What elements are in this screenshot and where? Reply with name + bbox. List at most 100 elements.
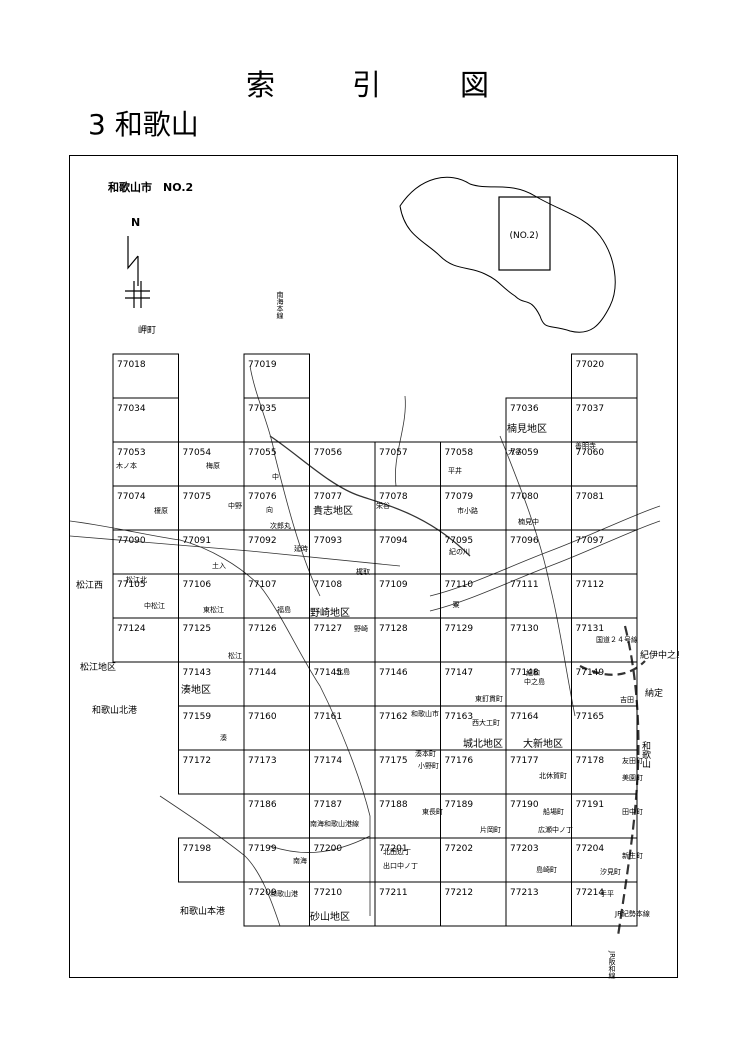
grid-cell-number: 77147 [445, 668, 474, 678]
grid-cell-number: 77053 [117, 448, 146, 458]
place-label: 福島 [277, 605, 291, 614]
inset-map: (NO.2) [399, 176, 616, 333]
title-char-2: 引 [352, 68, 382, 102]
grid-cell-number: 77074 [117, 492, 146, 502]
district-label: 貴志地区 [313, 504, 353, 517]
district-label: 楠見地区 [507, 422, 547, 435]
grid-cell-number: 77130 [510, 624, 539, 634]
grid-cell-number: 77143 [183, 668, 212, 678]
grid-cell-number: 77164 [510, 712, 539, 722]
grid-cell-number: 77094 [379, 536, 408, 546]
place-label: 松江北 [126, 575, 147, 584]
place-label: 中松江 [144, 601, 165, 610]
grid-cell-number: 77127 [314, 624, 343, 634]
place-label: 市小路 [457, 506, 478, 515]
grid-cell-number: 77200 [314, 844, 343, 854]
grid-cell-number: 77095 [445, 536, 474, 546]
grid-cell-number: 77204 [576, 844, 605, 854]
place-label: 木ノ本 [116, 461, 137, 470]
place-label: 中野 [228, 501, 242, 510]
grid-cell-number: 77105 [117, 580, 146, 590]
grid-cell-number: 77172 [183, 756, 212, 766]
place-label: 広瀬中ノ丁 [538, 825, 573, 834]
grid-cell-number: 77177 [510, 756, 539, 766]
place-label: 友田町 [622, 756, 643, 765]
grid-cell-number: 77037 [576, 404, 605, 414]
grid-cell-number: 77148 [510, 668, 539, 678]
place-label: 北島 [336, 667, 350, 676]
place-label: 次郎丸 [270, 521, 291, 530]
grid-cell-number: 77214 [576, 888, 605, 898]
grid-cell-number: 77190 [510, 800, 539, 810]
place-label: 向 [266, 505, 273, 514]
place-label: 新生町 [622, 851, 643, 860]
place-label: 善明寺 [575, 441, 596, 450]
place-label: 和歌山港 [270, 889, 298, 898]
map-background [70, 365, 661, 937]
grid-cell-number: 77034 [117, 404, 146, 414]
grid-cell-number: 77163 [445, 712, 474, 722]
place-label: 美園町 [622, 773, 643, 782]
place-label: 吉田 [620, 696, 634, 704]
outside-label: 納定 [645, 687, 663, 699]
grid-cell-number: 77111 [510, 580, 539, 590]
district-label: 大新地区 [523, 737, 563, 750]
grid-cell-number: 77187 [314, 800, 343, 810]
place-label: 船場町 [543, 807, 564, 816]
grid-cell-number: 77198 [183, 844, 212, 854]
grid-cell-number: 77188 [379, 800, 408, 810]
grid-cell-number: 77189 [445, 800, 474, 810]
grid-cell-number: 77199 [248, 844, 277, 854]
grid-cell-number: 77160 [248, 712, 277, 722]
grid-cell-number: 77210 [314, 888, 343, 898]
place-label: 湊本町 [415, 749, 436, 758]
place-label: 国道２４号線 [596, 635, 638, 644]
place-label: 粟 [452, 601, 460, 609]
grid-cell-number: 77059 [510, 448, 539, 458]
grid-cell-number: 77129 [445, 624, 474, 634]
grid-cell-number: 77202 [445, 844, 474, 854]
grid-cell-number: 77057 [379, 448, 408, 458]
place-label: 梅原 [206, 461, 220, 470]
place-label: JR紀勢本線 [614, 909, 650, 918]
grid-cell-number: 77110 [445, 580, 474, 590]
grid-cell-number: 77178 [576, 756, 605, 766]
inset-label: (NO.2) [509, 231, 538, 241]
grid-cell-number: 77186 [248, 800, 277, 810]
grid-cell-number: 77124 [117, 624, 146, 634]
place-label: 汐見町 [600, 867, 621, 876]
grid-cell-number: 77213 [510, 888, 539, 898]
outside-label: 紀伊中之島 [640, 649, 679, 661]
place-label: 梶取 [356, 567, 370, 576]
grid-cell-number: 77054 [183, 448, 212, 458]
place-label: 大谷 [508, 447, 522, 456]
place-label: 手平 [600, 889, 614, 898]
grid-cell-number: 77020 [576, 360, 605, 370]
place-label: 島崎町 [536, 865, 557, 874]
outside-label: 和歌山北港 [92, 704, 137, 716]
grid-cell-number: 77211 [379, 888, 408, 898]
place-labels: 楠見地区貴志地区野崎地区湊地区城北地区大新地区砂山地区松江西松江地区和歌山北港和… [76, 290, 679, 979]
outside-label: 松江地区 [80, 661, 116, 673]
grid-cell-number: 77212 [445, 888, 474, 898]
place-label: 出口中ノ丁 [383, 861, 418, 870]
place-label: 和歌山市 [411, 709, 439, 718]
grid-cell-number: 77109 [379, 580, 408, 590]
grid-cell-number: 77165 [576, 712, 605, 722]
grid-cell-number: 77107 [248, 580, 277, 590]
grid-cell-number: 77176 [445, 756, 474, 766]
place-label: 北休賀町 [539, 771, 567, 780]
grid-cell-number: 77126 [248, 624, 277, 634]
district-label: 砂山地区 [310, 910, 350, 923]
grid-cell[interactable] [571, 881, 638, 927]
place-label: 榎原 [154, 506, 168, 515]
outside-label: 松江西 [76, 579, 103, 591]
place-label: 紀和 [526, 668, 540, 677]
page-title: 索 引 図 [0, 62, 750, 102]
place-label: 東長町 [422, 807, 443, 816]
title-char-1: 索 [246, 68, 276, 102]
grid-cell-number: 77092 [248, 536, 277, 546]
grid-cell-number: 77159 [183, 712, 212, 722]
grid-cell-number: 77036 [510, 404, 539, 414]
